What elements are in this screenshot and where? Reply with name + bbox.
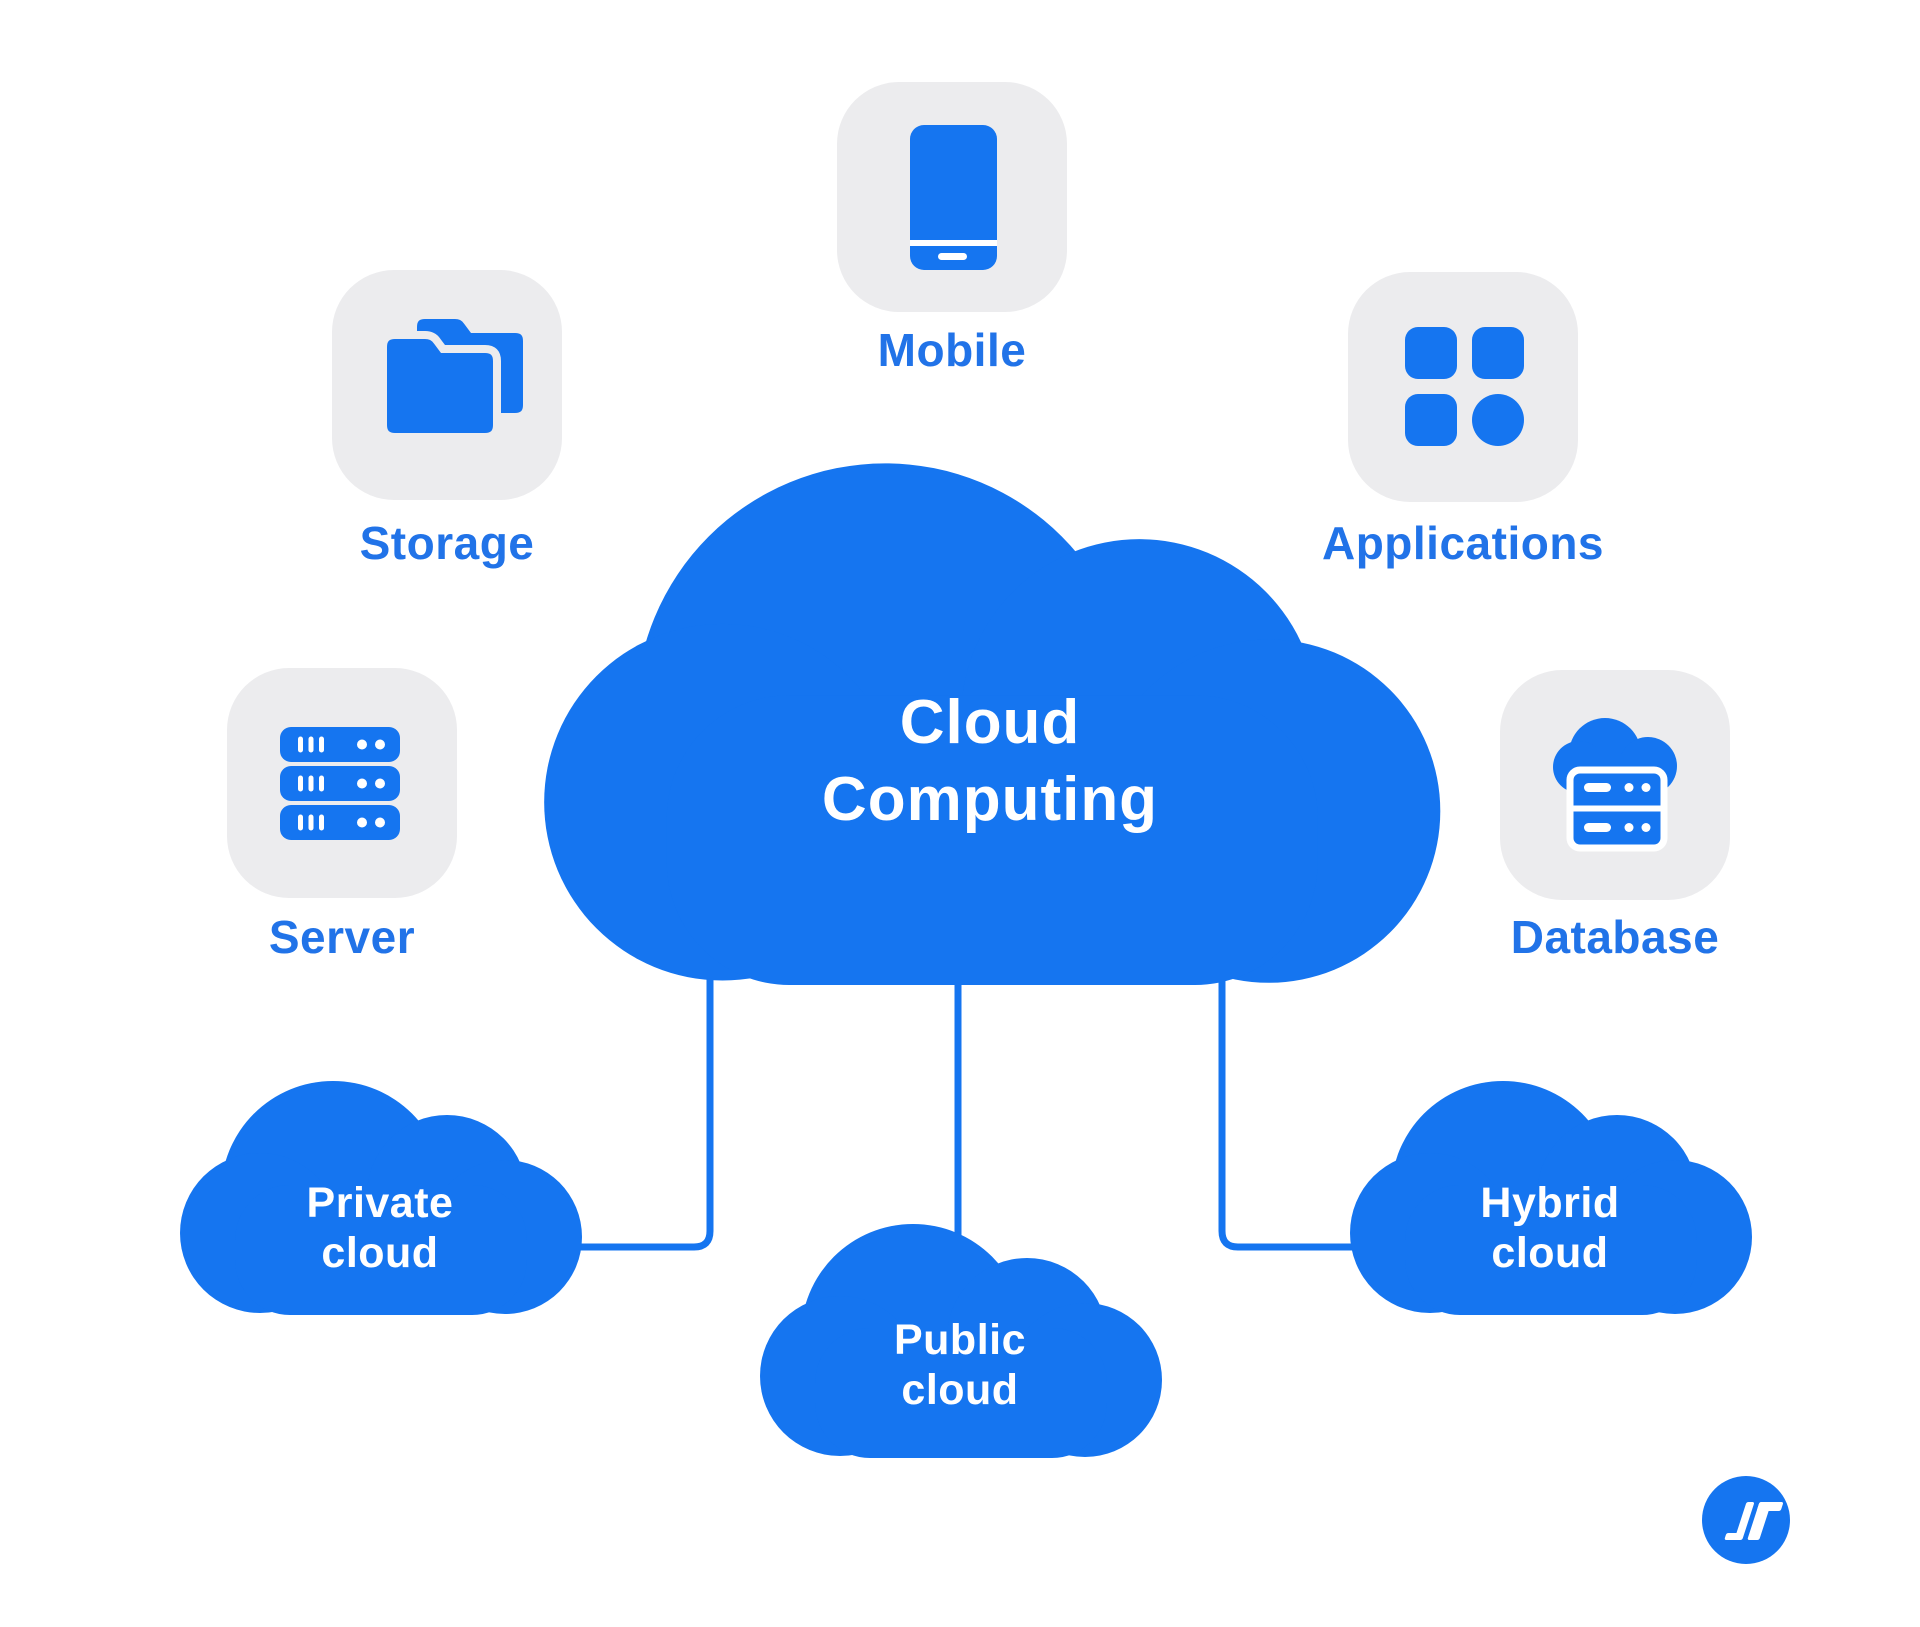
server-tile — [227, 668, 457, 898]
storage-tile — [332, 270, 562, 500]
app-grid-icon — [1405, 327, 1524, 446]
database-tile — [1500, 670, 1730, 900]
hybrid-cloud-label: Hybrid cloud — [1345, 1178, 1755, 1278]
public-cloud-label: Public cloud — [755, 1315, 1165, 1415]
folders-icon — [379, 311, 531, 441]
main-cloud-title-line1: Cloud — [899, 688, 1081, 757]
private-cloud-label-line1: Private — [306, 1179, 454, 1227]
connector-lines — [568, 968, 1364, 1266]
main-cloud-title: Cloud Computing — [520, 684, 1460, 838]
brand-logo — [1702, 1476, 1790, 1564]
main-cloud-title-line2: Computing — [821, 765, 1159, 834]
private-cloud-label: Private cloud — [175, 1178, 585, 1278]
public-cloud-label-line2: cloud — [901, 1366, 1019, 1414]
mobile-label: Mobile — [877, 324, 1027, 376]
connector-private-cloud — [568, 968, 714, 1251]
public-cloud-label-line1: Public — [893, 1316, 1027, 1364]
hybrid-cloud-label-line2: cloud — [1491, 1229, 1609, 1277]
brand-logo-icon — [1702, 1476, 1790, 1564]
storage-label: Storage — [359, 517, 535, 569]
server-label: Server — [268, 911, 416, 963]
connector-hybrid-cloud — [1218, 968, 1364, 1251]
smartphone-icon — [910, 125, 997, 270]
applications-tile — [1348, 272, 1578, 502]
applications-label: Applications — [1321, 517, 1605, 569]
database-label: Database — [1510, 911, 1720, 963]
mobile-tile — [837, 82, 1067, 312]
hybrid-cloud-label-line1: Hybrid — [1480, 1179, 1620, 1227]
server-rack-icon — [280, 727, 400, 840]
cloud-database-icon — [1553, 718, 1677, 852]
private-cloud-label-line2: cloud — [321, 1229, 439, 1277]
